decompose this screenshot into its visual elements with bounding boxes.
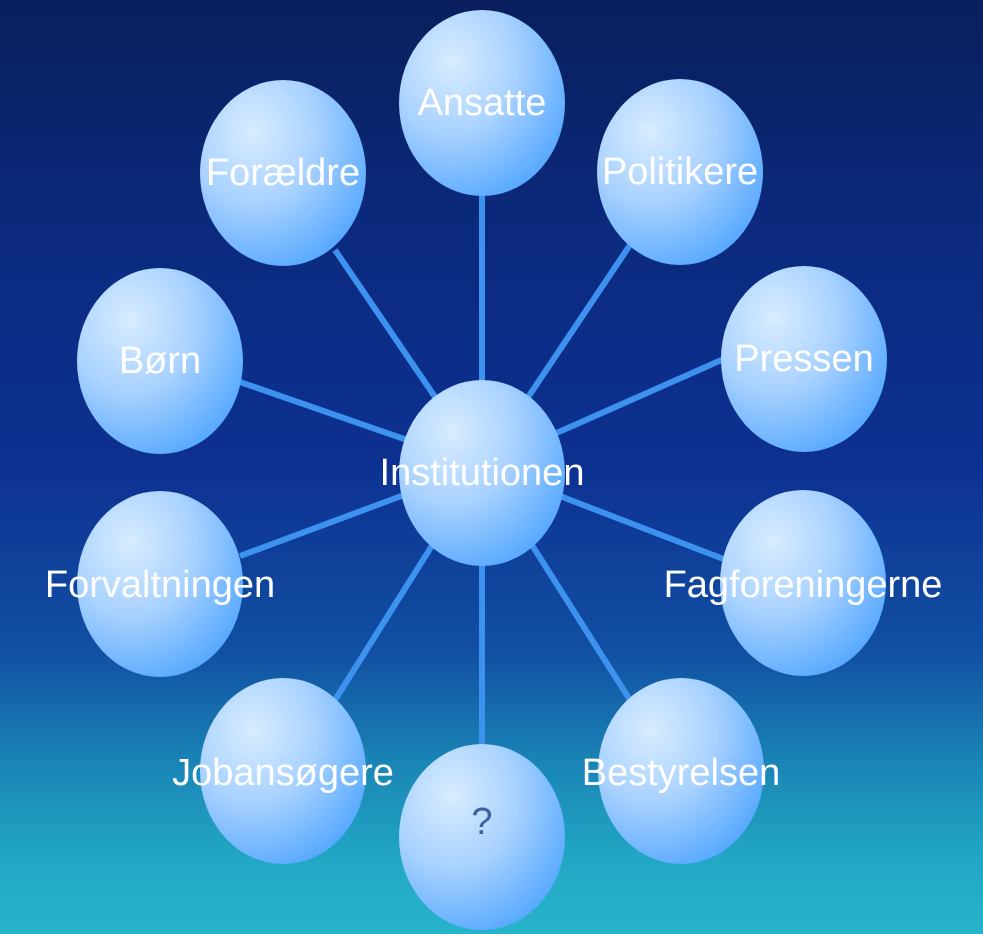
- label-born: Børn: [119, 340, 201, 382]
- label-fagforeningerne: Fagforeningerne: [664, 564, 943, 606]
- label-politikere: Politikere: [602, 151, 758, 193]
- bubble-unknown: [399, 744, 565, 930]
- bubble-born: [77, 268, 243, 454]
- bubble-forvaltningen: [77, 491, 243, 677]
- node-foraeldre: Forældre: [200, 80, 366, 266]
- bubble-bestyrelsen: [598, 678, 764, 864]
- bubble-center: [399, 380, 565, 566]
- bubble-fagforeningerne: [720, 490, 886, 676]
- label-foraeldre: Forældre: [206, 152, 360, 194]
- label-unknown: ?: [471, 801, 492, 843]
- label-jobansogere: Jobansøgere: [172, 752, 394, 794]
- node-fagforeningerne: Fagforeningerne: [664, 490, 943, 676]
- label-center: Institutionen: [380, 452, 585, 494]
- label-ansatte: Ansatte: [418, 82, 547, 124]
- node-unknown: ?: [399, 744, 565, 930]
- bubble-jobansogere: [200, 678, 366, 864]
- bubble-foraeldre: [200, 80, 366, 266]
- node-pressen: Pressen: [721, 266, 887, 452]
- node-born: Børn: [77, 268, 243, 454]
- node-politikere: Politikere: [597, 79, 763, 265]
- node-bestyrelsen: Bestyrelsen: [582, 678, 781, 864]
- bubble-pressen: [721, 266, 887, 452]
- node-jobansogere: Jobansøgere: [172, 678, 394, 864]
- label-bestyrelsen: Bestyrelsen: [582, 752, 781, 794]
- node-forvaltningen: Forvaltningen: [45, 491, 275, 677]
- node-ansatte: Ansatte: [399, 10, 565, 196]
- bubble-ansatte: [399, 10, 565, 196]
- node-center: Institutionen: [380, 380, 585, 566]
- label-pressen: Pressen: [734, 338, 873, 380]
- bubble-politikere: [597, 79, 763, 265]
- label-forvaltningen: Forvaltningen: [45, 564, 275, 606]
